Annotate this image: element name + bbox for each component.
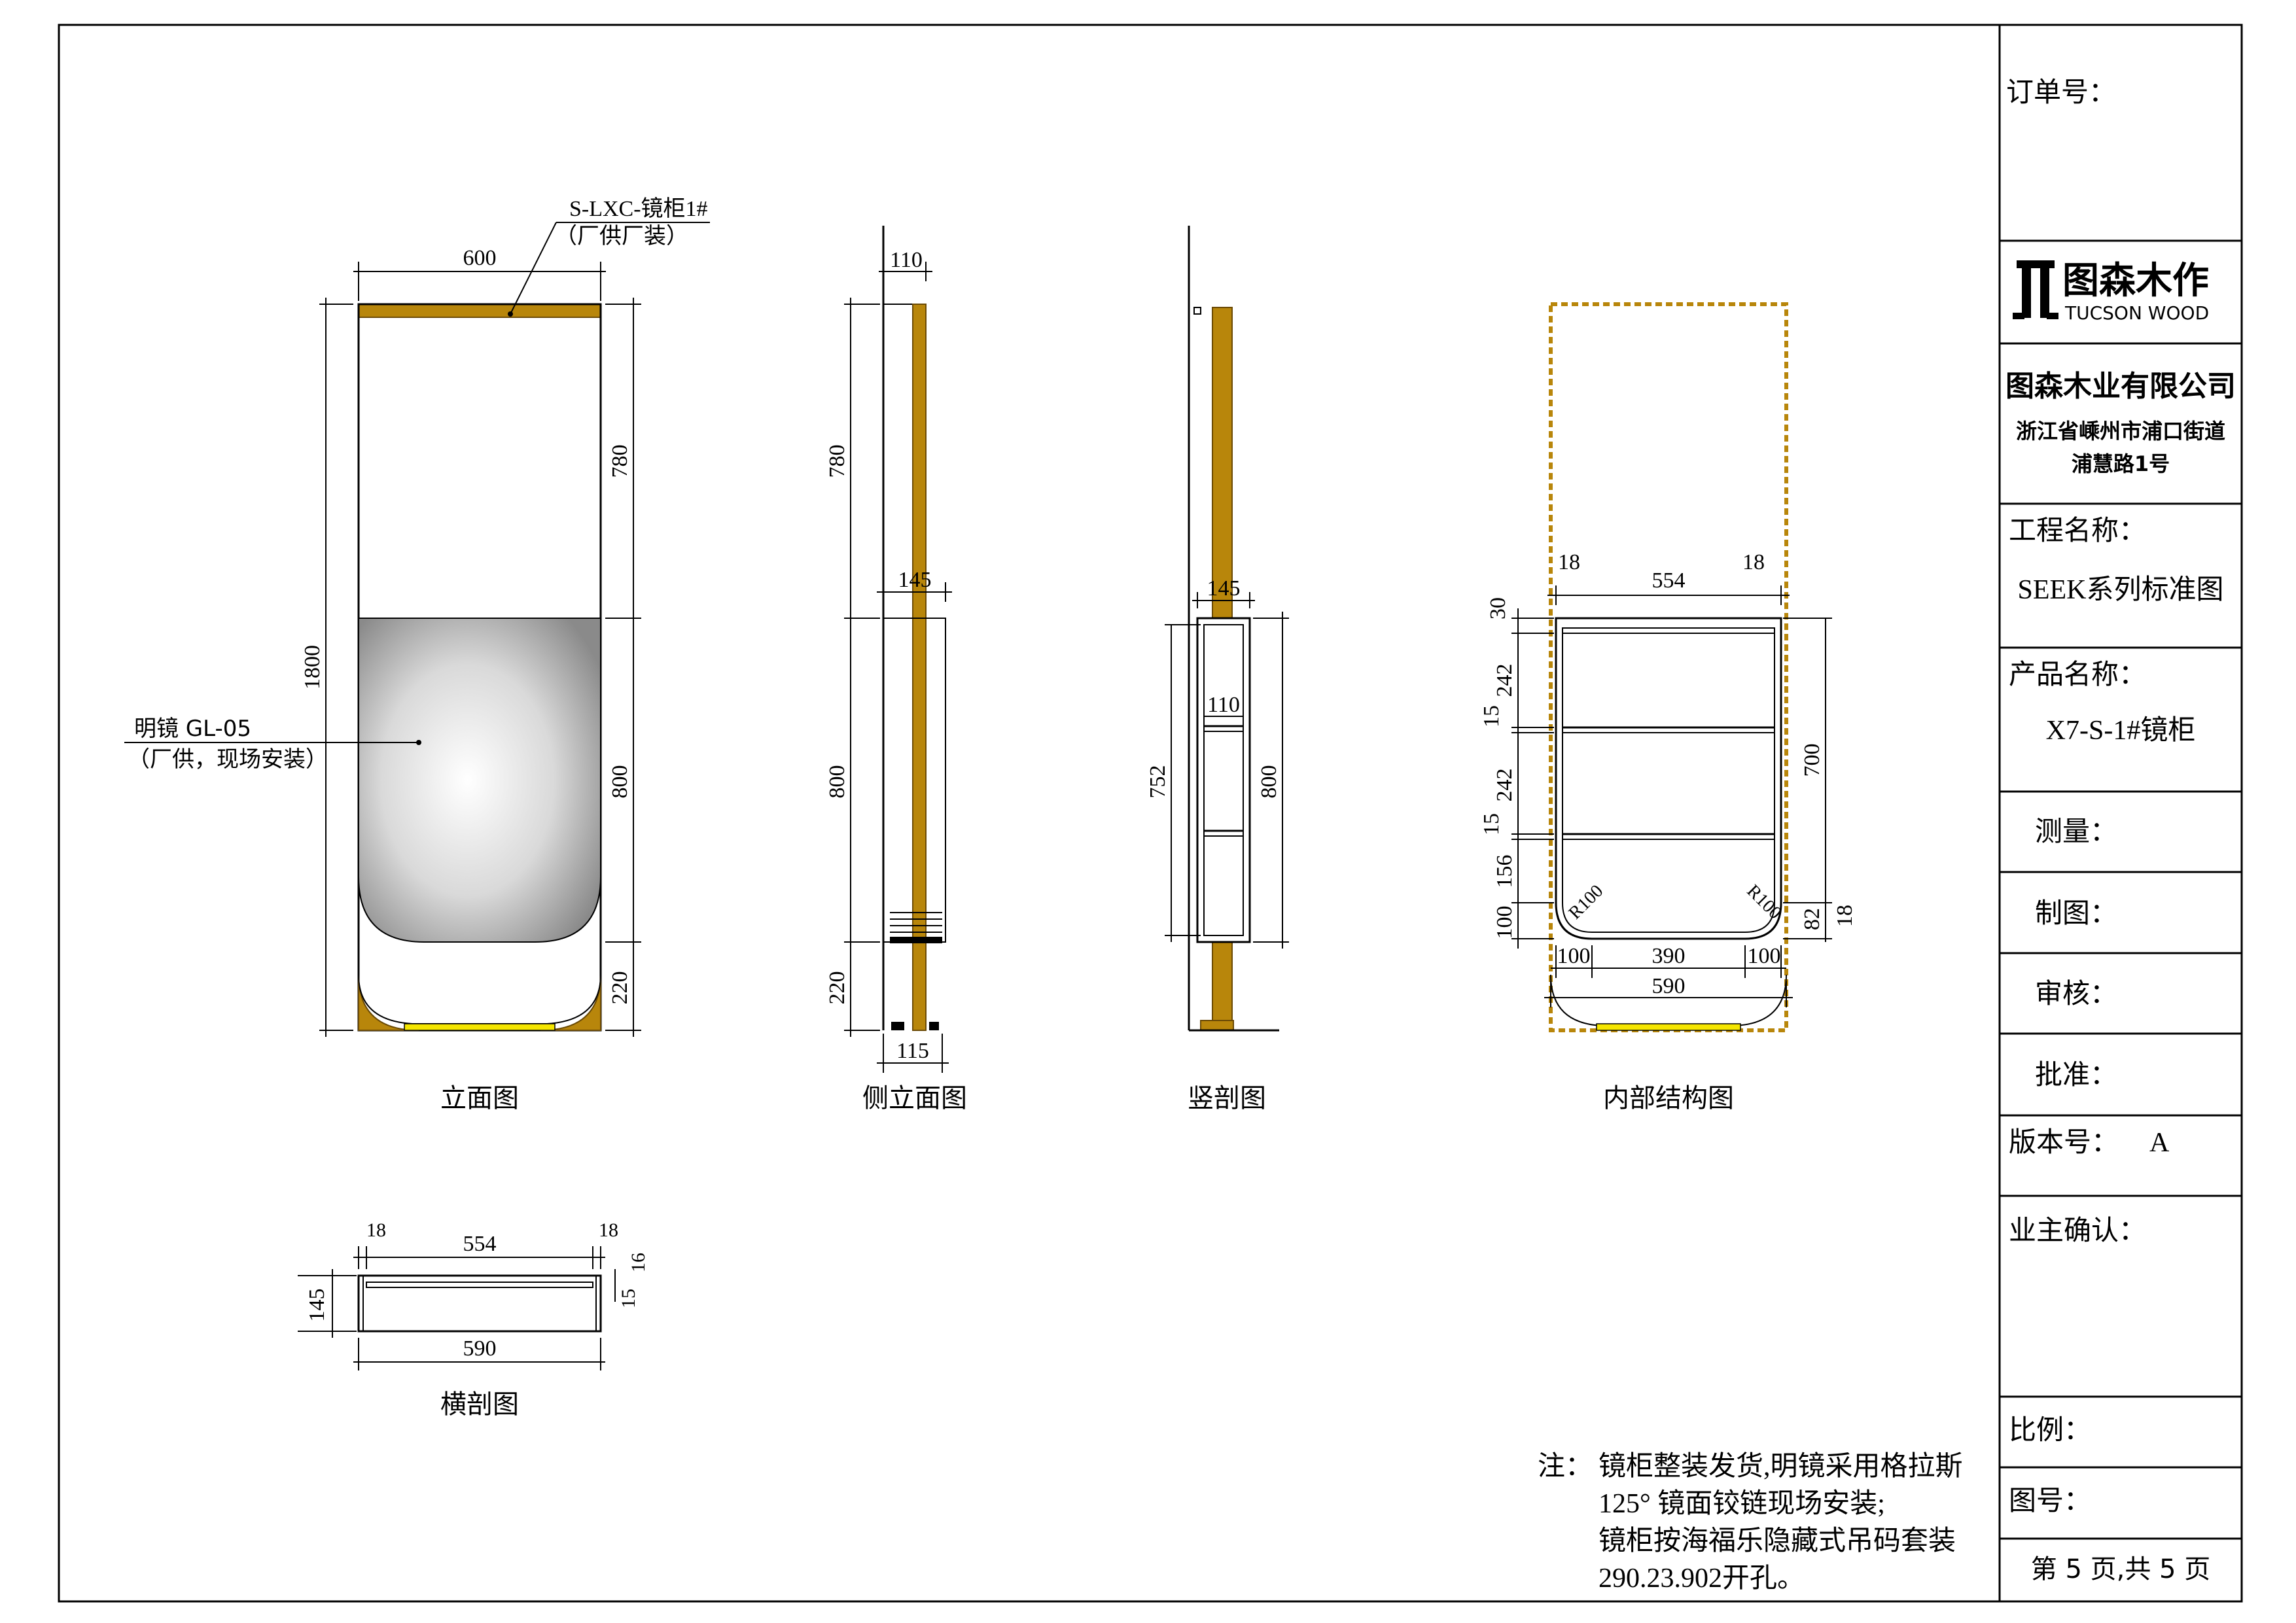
section-depth-label: 145 [1207,576,1241,601]
section-left-label: 752 [1146,765,1170,799]
internal-left-dim-1: 30 [1486,597,1510,620]
hsection-total-dim: 590 [463,1336,497,1361]
internal-outer-dashed [1549,302,1788,1032]
hsection-right-dim-2: 15 [618,1289,639,1308]
elevation-dim-1: 780 [608,445,632,478]
version-value: A [2149,1128,2170,1158]
internal-left-dim-3: 15 [1479,705,1504,727]
version-label: 版本号： [2009,1126,2119,1158]
company-address-1: 浙江省嵊州市浦口街道 [2016,419,2225,444]
elevation-leader-mirror-1: 明镜 GL-05 [134,716,251,742]
internal-top-dim-3: 18 [1742,550,1765,574]
side-title: 侧立面图 [862,1083,967,1113]
side-back-panel [912,304,927,1031]
project-label: 工程名称： [2009,514,2146,546]
internal-right-dim-1: 700 [1800,744,1824,777]
order-label: 订单号： [2006,76,2116,108]
elevation-dim-2: 800 [608,765,632,799]
logo-english: TUCSON WOOD [2064,302,2209,324]
section-right-label: 800 [1257,765,1281,799]
scale-label: 比例： [2009,1414,2091,1446]
side-top-label: 110 [890,248,923,272]
internal-left-dim-7: 100 [1492,906,1517,939]
internal-total-dim: 590 [1652,974,1686,998]
approve-label: 批准： [2035,1058,2117,1091]
section-back-upper [1212,307,1233,619]
company-address-2: 浦慧路1号 [2072,451,2170,476]
internal-cabinet [1555,617,1782,940]
notes-line-3: 镜柜按海福乐隐藏式吊码套装 [1598,1526,1956,1556]
notes-prefix: 注： [1538,1451,1593,1482]
side-bottom-label: 115 [896,1039,929,1063]
elevation-top-board [358,304,601,318]
internal-left-dim-4: 242 [1492,769,1517,802]
internal-left-dim-6: 156 [1492,855,1517,888]
elevation-bottom-left-corner [358,974,419,1031]
hsection-right-dim-1: 16 [627,1253,649,1272]
internal-left-dim-5: 15 [1479,813,1504,835]
internal-title: 内部结构图 [1603,1083,1734,1113]
drawing-no-label: 图号： [2009,1484,2091,1516]
internal-bottom-dim-2: 390 [1652,944,1686,968]
review-label: 审核： [2035,977,2117,1009]
hsection-outline [357,1274,602,1333]
section-inner-label: 110 [1207,693,1240,717]
internal-radius-left: R100 [1565,881,1608,924]
side-dim-3: 220 [825,971,849,1005]
side-dim-1: 780 [825,445,849,478]
elevation-bottom-right-corner [540,974,601,1031]
notes-line-4: 290.23.902开孔。 [1598,1563,1805,1594]
hsection-top-dim-3: 18 [599,1219,618,1241]
internal-light-strip [1596,1023,1741,1031]
section-cabinet-box [1196,617,1251,943]
vertical-section-view: 145 110 752 800 竖剖图 [1146,226,1289,1113]
elevation-leader-top-2: （厂供厂装） [555,223,688,249]
elevation-dim-3: 220 [608,971,632,1005]
elevation-width-label: 600 [463,246,497,270]
hsection-height-label: 145 [305,1289,329,1322]
company-name: 图森木业有限公司 [2005,370,2236,403]
hsection-top-dim-2: 554 [463,1232,497,1256]
elevation-leader-mirror-2: （厂供，现场安装） [128,746,328,773]
title-block: 订单号： 图森木作 TUCSON WOOD 图森木业有限公司 浙江省嵊州市浦口街… [1998,25,2242,1601]
project-value: SEEK系列标准图 [2017,575,2223,605]
notes-line-2: 125° 镜面铰链现场安装; [1598,1488,1885,1519]
product-label: 产品名称： [2009,658,2146,690]
internal-bottom-dim-3: 100 [1748,944,1781,968]
section-title: 竖剖图 [1188,1083,1266,1113]
notes-line-1: 镜柜整装发货,明镜采用格拉斯 [1598,1451,1963,1482]
elevation-view: 600 1800 780 800 220 S-LXC-镜柜1# （厂供厂装） 明… [124,196,710,1113]
elevation-height-label: 1800 [300,645,325,689]
notes-block: 注： 镜柜整装发货,明镜采用格拉斯 125° 镜面铰链现场安装; 镜柜按海福乐隐… [1538,1451,1963,1594]
internal-bottom-dim-1: 100 [1557,944,1591,968]
horizontal-section-view: 18 554 18 145 16 15 590 横剖图 [298,1219,649,1420]
draw-label: 制图： [2035,897,2117,929]
internal-structure-view: 18 554 18 30 242 15 242 15 156 100 700 8… [1479,302,1857,1113]
internal-right-dim-3: 18 [1833,905,1857,927]
hsection-title: 横剖图 [440,1389,519,1420]
side-depth-label: 145 [898,568,932,592]
elevation-light-strip [404,1023,556,1031]
elevation-leader-top-1: S-LXC-镜柜1# [569,196,708,221]
internal-left-dim-2: 242 [1492,664,1517,697]
logo-chinese: 图森木作 [2062,260,2209,302]
section-back-lower [1212,941,1233,1028]
product-value: X7-S-1#镜柜 [2046,715,2196,746]
side-dim-2: 800 [825,765,849,799]
internal-top-dim-1: 18 [1558,550,1580,574]
internal-top-dim-2: 554 [1652,568,1686,593]
side-elevation-view: 110 145 780 800 220 115 侧立面图 [825,226,967,1113]
measure-label: 测量： [2035,815,2117,847]
owner-confirm-label: 业主确认： [2009,1214,2146,1246]
logo-icon [2013,260,2058,319]
internal-right-dim-2: 82 [1800,908,1824,930]
hsection-top-dim-1: 18 [366,1219,386,1241]
sheet-border [58,24,2243,1603]
elevation-title: 立面图 [440,1083,519,1113]
page-number: 第 5 页,共 5 页 [2031,1554,2210,1584]
elevation-mirror [358,618,601,943]
